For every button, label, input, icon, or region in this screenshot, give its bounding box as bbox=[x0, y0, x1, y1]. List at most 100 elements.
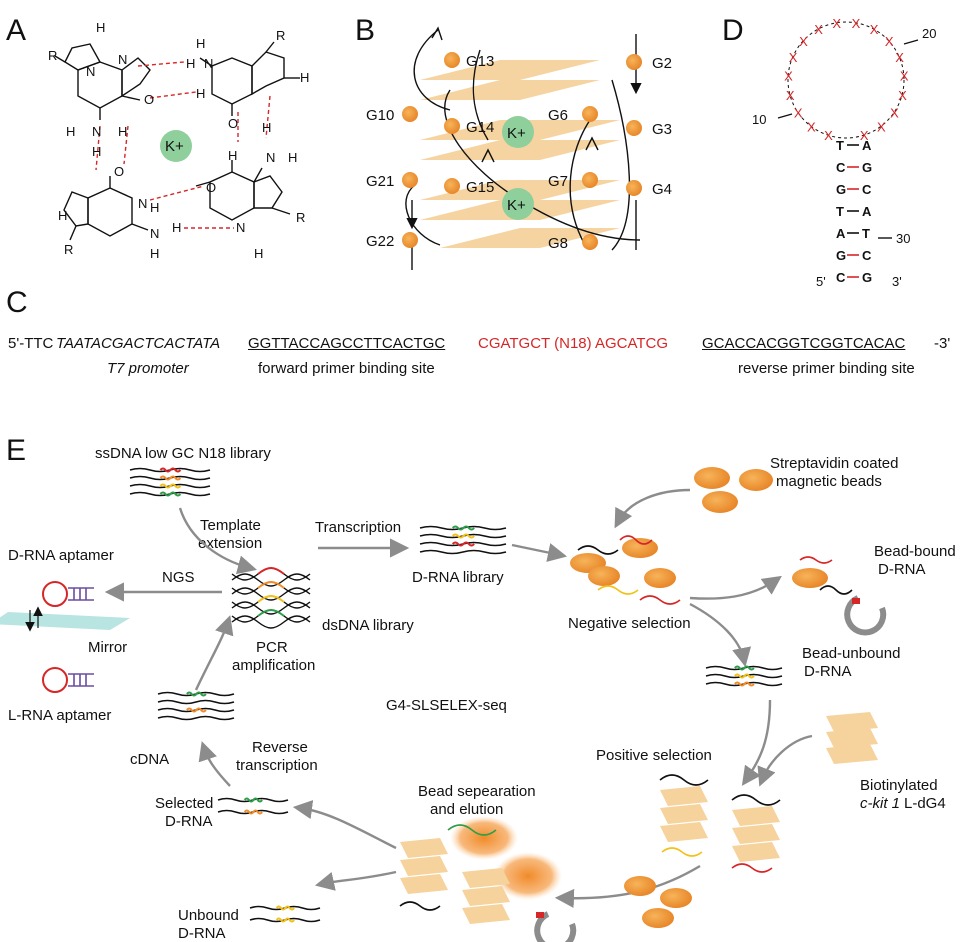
atom-h: H bbox=[186, 56, 195, 71]
random-region-segment bbox=[257, 581, 285, 589]
biotinylated-label: Biotinylated bbox=[860, 777, 938, 794]
drna-library-label: D-RNA library bbox=[412, 569, 504, 586]
stem-base-right: G bbox=[862, 160, 872, 175]
guanine-label: G15 bbox=[466, 179, 494, 196]
strand bbox=[157, 699, 235, 705]
position-label: 20 bbox=[922, 26, 936, 41]
atom-n: N bbox=[266, 150, 275, 165]
atom-h: H bbox=[92, 144, 101, 159]
forward-primer-label: forward primer binding site bbox=[258, 360, 435, 377]
stem-base-left: A bbox=[836, 226, 846, 241]
selex-cycle: ssDNA low GC N18 library Template extens… bbox=[0, 445, 956, 942]
atom-h: H bbox=[58, 208, 67, 223]
atom-h: H bbox=[300, 70, 309, 85]
stem-base-left: C bbox=[836, 160, 846, 175]
loop-nucleotide: X bbox=[789, 50, 798, 65]
library-sequence: 5'-TTC TAATACGACTCACTATA GGTTACCAGCCTTCA… bbox=[0, 335, 979, 357]
guanine-label: G22 bbox=[366, 233, 394, 250]
mirror-plane bbox=[0, 612, 130, 630]
selected-label: Selected bbox=[155, 795, 213, 812]
potassium-label: K+ bbox=[507, 197, 526, 214]
unbound-label: Unbound bbox=[178, 907, 239, 924]
atom-r: R bbox=[296, 210, 305, 225]
atom-n: N bbox=[92, 124, 101, 139]
transcription-label: Transcription bbox=[315, 519, 401, 536]
atom-n: N bbox=[204, 56, 213, 71]
atom-o: O bbox=[114, 164, 124, 179]
loop-nucleotide: X bbox=[870, 22, 879, 37]
atom-h: H bbox=[262, 120, 271, 135]
negative-selection-label: Negative selection bbox=[568, 615, 691, 632]
selected-drna-strands bbox=[217, 797, 289, 815]
random-region-segment bbox=[186, 691, 207, 697]
guanine-label: G21 bbox=[366, 173, 394, 190]
random-region-segment bbox=[257, 595, 285, 603]
atom-h: H bbox=[66, 124, 75, 139]
l-aptamer-label: L-RNA aptamer bbox=[8, 707, 111, 724]
panel-label-b: B bbox=[355, 14, 375, 47]
streptavidin-label: magnetic beads bbox=[776, 473, 882, 490]
five-prime-label: 5' bbox=[816, 274, 826, 289]
stem-base-right: G bbox=[862, 270, 872, 285]
eluted-complexes bbox=[400, 838, 510, 924]
loop-nucleotide: X bbox=[852, 16, 861, 31]
streptavidin-label: Streptavidin coated bbox=[770, 455, 898, 472]
guanine-label: G4 bbox=[652, 181, 672, 198]
loop-nucleotide: X bbox=[807, 119, 816, 134]
random-region-segment bbox=[451, 541, 475, 547]
stem-base-left: G bbox=[836, 248, 846, 263]
random-region-segment bbox=[159, 475, 182, 481]
unbound-drna-strands bbox=[249, 905, 321, 923]
loop-nucleotide: X bbox=[900, 69, 909, 84]
loop-nucleotide: X bbox=[832, 16, 841, 31]
loop-nucleotide: X bbox=[824, 128, 833, 143]
bead-separation-label: Bead sepearation bbox=[418, 783, 536, 800]
random-region-segment bbox=[159, 467, 182, 473]
atom-o: O bbox=[206, 180, 216, 195]
random-region-segment bbox=[159, 491, 182, 497]
guanine-label: G14 bbox=[466, 119, 494, 136]
dsdna-strand bbox=[231, 601, 311, 615]
random-region-segment bbox=[275, 905, 295, 911]
ldg4-label: L-dG4 bbox=[904, 795, 946, 812]
atom-n: N bbox=[236, 220, 245, 235]
library-label: ssDNA low GC N18 library bbox=[95, 445, 271, 462]
loop-nucleotide: X bbox=[786, 88, 795, 103]
loop-nucleotide: X bbox=[885, 34, 894, 49]
loop-nucleotide: X bbox=[784, 69, 793, 84]
stem-base-left: T bbox=[836, 204, 844, 219]
pcr-label: PCR bbox=[256, 639, 288, 656]
stem-base-right: C bbox=[862, 182, 872, 197]
strand bbox=[419, 549, 507, 555]
atom-n: N bbox=[138, 196, 147, 211]
loop-nucleotide: X bbox=[898, 88, 907, 103]
template-label: extension bbox=[198, 535, 262, 552]
reverse-primer-label: reverse primer binding site bbox=[738, 360, 915, 377]
cdna-strands bbox=[157, 691, 235, 721]
atom-o: O bbox=[144, 92, 154, 107]
loop-nucleotide: X bbox=[890, 105, 899, 120]
bead-unbound-label: D-RNA bbox=[804, 663, 852, 680]
l-dg4-target bbox=[826, 712, 878, 764]
random-region-segment bbox=[734, 681, 755, 687]
g-quadruplex-structure: K+ K+ G13 G2 G10 G14 G6 G3 G21 G15 G7 G4… bbox=[366, 26, 672, 270]
atom-h: H bbox=[228, 148, 237, 163]
atom-n: N bbox=[118, 52, 127, 67]
reverse-transcription-label: transcription bbox=[236, 757, 318, 774]
atom-r: R bbox=[48, 48, 57, 63]
atom-h: H bbox=[196, 36, 205, 51]
seq-prefix: 5'-TTC bbox=[8, 335, 54, 352]
stem-base-left: G bbox=[836, 182, 846, 197]
position-label: 10 bbox=[752, 112, 766, 127]
bead-unbound-strands bbox=[705, 665, 783, 687]
mirror-label: Mirror bbox=[88, 639, 127, 656]
random-region-segment bbox=[243, 809, 263, 815]
atom-h: H bbox=[288, 150, 297, 165]
random-region-segment bbox=[186, 707, 207, 713]
potassium-ion bbox=[160, 130, 192, 162]
negative-selection-mix bbox=[570, 535, 681, 605]
bead-unbound-label: Bead-unbound bbox=[802, 645, 900, 662]
selected-label: D-RNA bbox=[165, 813, 213, 830]
